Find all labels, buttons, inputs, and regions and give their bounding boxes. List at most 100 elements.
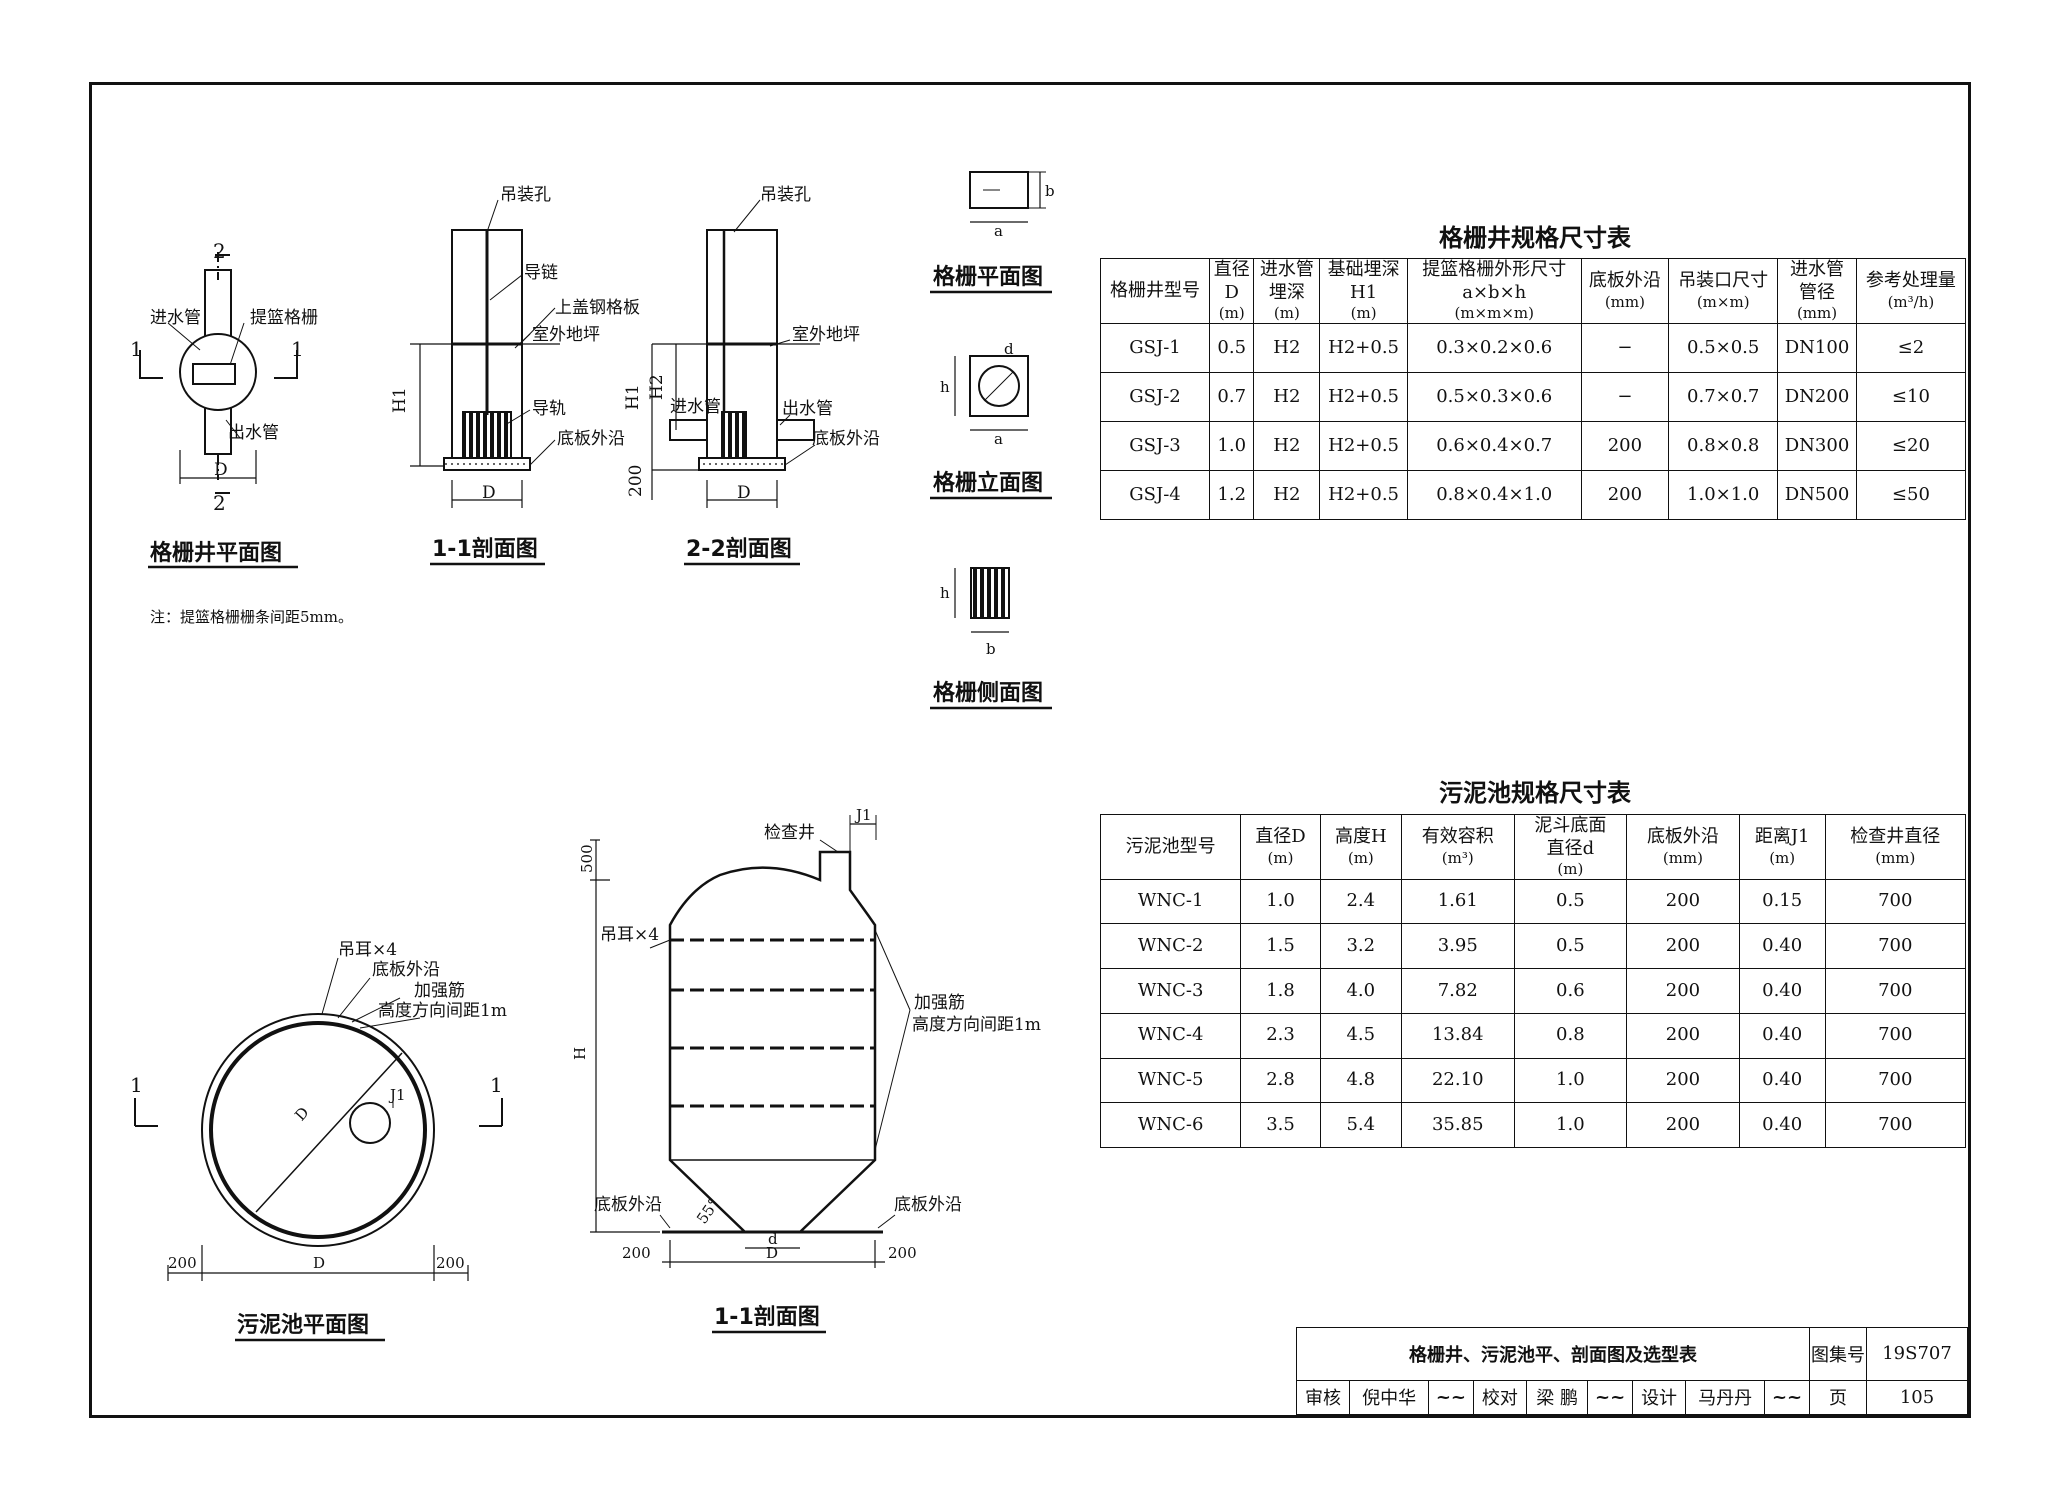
table-cell: 200 [1626, 923, 1740, 970]
table-cell: H2 [1253, 371, 1321, 422]
table-cell: 700 [1824, 878, 1967, 925]
title-well-plan: 格栅井平面图 [150, 540, 282, 566]
table-cell: WNC-3 [1099, 968, 1242, 1014]
label-spacing-plan: 高度方向间距1m [378, 1001, 507, 1021]
table-cell: − [1580, 322, 1670, 373]
sludge-sec-mark-left: 1 [130, 1073, 143, 1097]
sludge-sec-mark-right: 1 [490, 1073, 503, 1097]
table-cell: 0.5 [1513, 923, 1628, 970]
table-cell: GSJ-1 [1099, 322, 1211, 373]
grate_table-header-cell: 格栅井型号 [1099, 258, 1211, 324]
dim-D-section: D [766, 1244, 778, 1262]
table-cell: 700 [1824, 968, 1967, 1014]
sludge_table-header-line2: 直径d [1546, 837, 1595, 859]
table-cell: 1.2 [1209, 469, 1255, 521]
table-cell: 0.6×0.4×0.7 [1406, 420, 1582, 471]
table-cell: DN300 [1777, 420, 1857, 471]
grate_table-header-line2: H1 [1350, 281, 1378, 303]
label-base-edge-2: 底板外沿 [812, 429, 880, 449]
grate_table-header-unit: (m) [1273, 304, 1300, 322]
table-cell: ≤10 [1855, 371, 1967, 422]
table-cell: 1.5 [1240, 923, 1321, 970]
label-in-pipe-2: 进水管 [670, 397, 721, 417]
table-cell: WNC-1 [1099, 878, 1242, 925]
atlas-number: 19S707 [1866, 1327, 1968, 1381]
table-cell: DN200 [1777, 371, 1857, 422]
table-cell: 0.6 [1513, 968, 1628, 1014]
sludge_table-header-line1: 底板外沿 [1646, 826, 1719, 848]
grate_table-header-line2: 埋深 [1268, 281, 1305, 303]
sludge-table-header-row: 污泥池型号直径D(m)高度H(m)有效容积(m³)泥斗底面直径d(m)底板外沿(… [1099, 814, 1967, 880]
section-mark-1-left: 1 [130, 337, 143, 361]
label-base-edge-section-left: 底板外沿 [594, 1195, 662, 1215]
grate_table-header-line1: 吊装口尺寸 [1678, 270, 1769, 292]
table-cell: 0.5×0.5 [1668, 322, 1779, 373]
table-cell: H2 [1253, 322, 1321, 373]
sludge_table-header-line1: 泥斗底面 [1534, 815, 1607, 836]
table-cell: 0.40 [1738, 968, 1826, 1014]
grate_table-header-line1: 基础埋深 [1327, 259, 1400, 280]
design-label: 设计 [1632, 1379, 1687, 1416]
table-cell: 200 [1626, 1012, 1740, 1059]
grate-table-title: 格栅井规格尺寸表 [1439, 224, 1631, 252]
table-cell: 200 [1626, 1057, 1740, 1104]
title-sludge-plan: 污泥池平面图 [237, 1313, 369, 1338]
table-cell: 1.61 [1400, 878, 1515, 925]
checker-signature: ~~ [1587, 1379, 1634, 1416]
sludge_table-header-line1: 直径D [1255, 826, 1306, 848]
label-chain: 导链 [524, 263, 558, 283]
grate_table-header-line1: 参考处理量 [1865, 270, 1956, 292]
table-cell: 1.0×1.0 [1668, 469, 1779, 521]
label-inspection-well: 检查井 [764, 823, 815, 843]
table-cell: 3.5 [1240, 1102, 1321, 1148]
label-spacing-section: 高度方向间距1m [912, 1015, 1041, 1035]
grate_table-header-line1: 底板外沿 [1588, 270, 1661, 292]
label-lift-hole-1: 吊装孔 [500, 185, 551, 205]
grate_table-header-line2: D [1224, 281, 1239, 303]
grate-plan-view-labels: a b 格栅平面图 [930, 182, 1055, 294]
title-sludge-section: 1-1剖面图 [714, 1304, 820, 1330]
table-cell: 22.10 [1400, 1057, 1515, 1104]
table-cell: H2 [1253, 420, 1321, 471]
sludge_table-header-line1: 检查井直径 [1850, 826, 1941, 848]
grate-well-section-22-labels: 吊装孔 室外地坪 进水管 出水管 底板外沿 H1 H2 200 D 2-2剖面图 [623, 185, 880, 566]
table-cell: 0.5 [1513, 878, 1628, 925]
title-section-22: 2-2剖面图 [686, 536, 792, 562]
dim-D-11: D [482, 483, 496, 503]
label-stiffener-section: 加强筋 [914, 993, 965, 1013]
dim-h-side: h [940, 584, 950, 602]
label-ground-2: 室外地坪 [792, 325, 860, 345]
dim-D-plan-bottom: D [313, 1254, 325, 1272]
title-grate-plan: 格栅平面图 [933, 264, 1043, 290]
grate_table-header-cell: 吊装口尺寸(m×m) [1668, 258, 1779, 324]
page-label: 页 [1809, 1379, 1867, 1416]
checker-name: 梁 鹏 [1525, 1379, 1589, 1416]
dim-H1-1: H1 [390, 387, 410, 413]
table-cell: 1.0 [1513, 1102, 1628, 1148]
dim-J1-section: J1 [854, 806, 872, 824]
table-cell: GSJ-3 [1099, 420, 1211, 471]
table-cell: 0.40 [1738, 923, 1826, 970]
grate_table-header-cell: 进水管埋深(m) [1253, 258, 1321, 324]
table-cell: 700 [1824, 1012, 1967, 1059]
sludge_table-header-cell: 高度H(m) [1319, 814, 1402, 880]
dim-200-plan-right: 200 [436, 1254, 465, 1272]
table-cell: 0.5×0.3×0.6 [1406, 371, 1582, 422]
table-cell: 2.8 [1240, 1057, 1321, 1104]
table-cell: 5.4 [1319, 1102, 1402, 1148]
table-cell: 200 [1580, 420, 1670, 471]
grate_table-header-unit: (m³/h) [1887, 292, 1935, 311]
table-cell: 1.8 [1240, 968, 1321, 1014]
dim-H2: H2 [647, 374, 667, 400]
title-block: 格栅井、污泥池平、剖面图及选型表 图集号 19S707 审核 倪中华 ~~ 校对… [1295, 1327, 1968, 1416]
table-cell: 200 [1626, 878, 1740, 925]
sludge_table-header-line1: 有效容积 [1421, 826, 1494, 848]
dim-J1-plan: J1 [388, 1086, 406, 1104]
table-cell: 1.0 [1209, 420, 1255, 471]
